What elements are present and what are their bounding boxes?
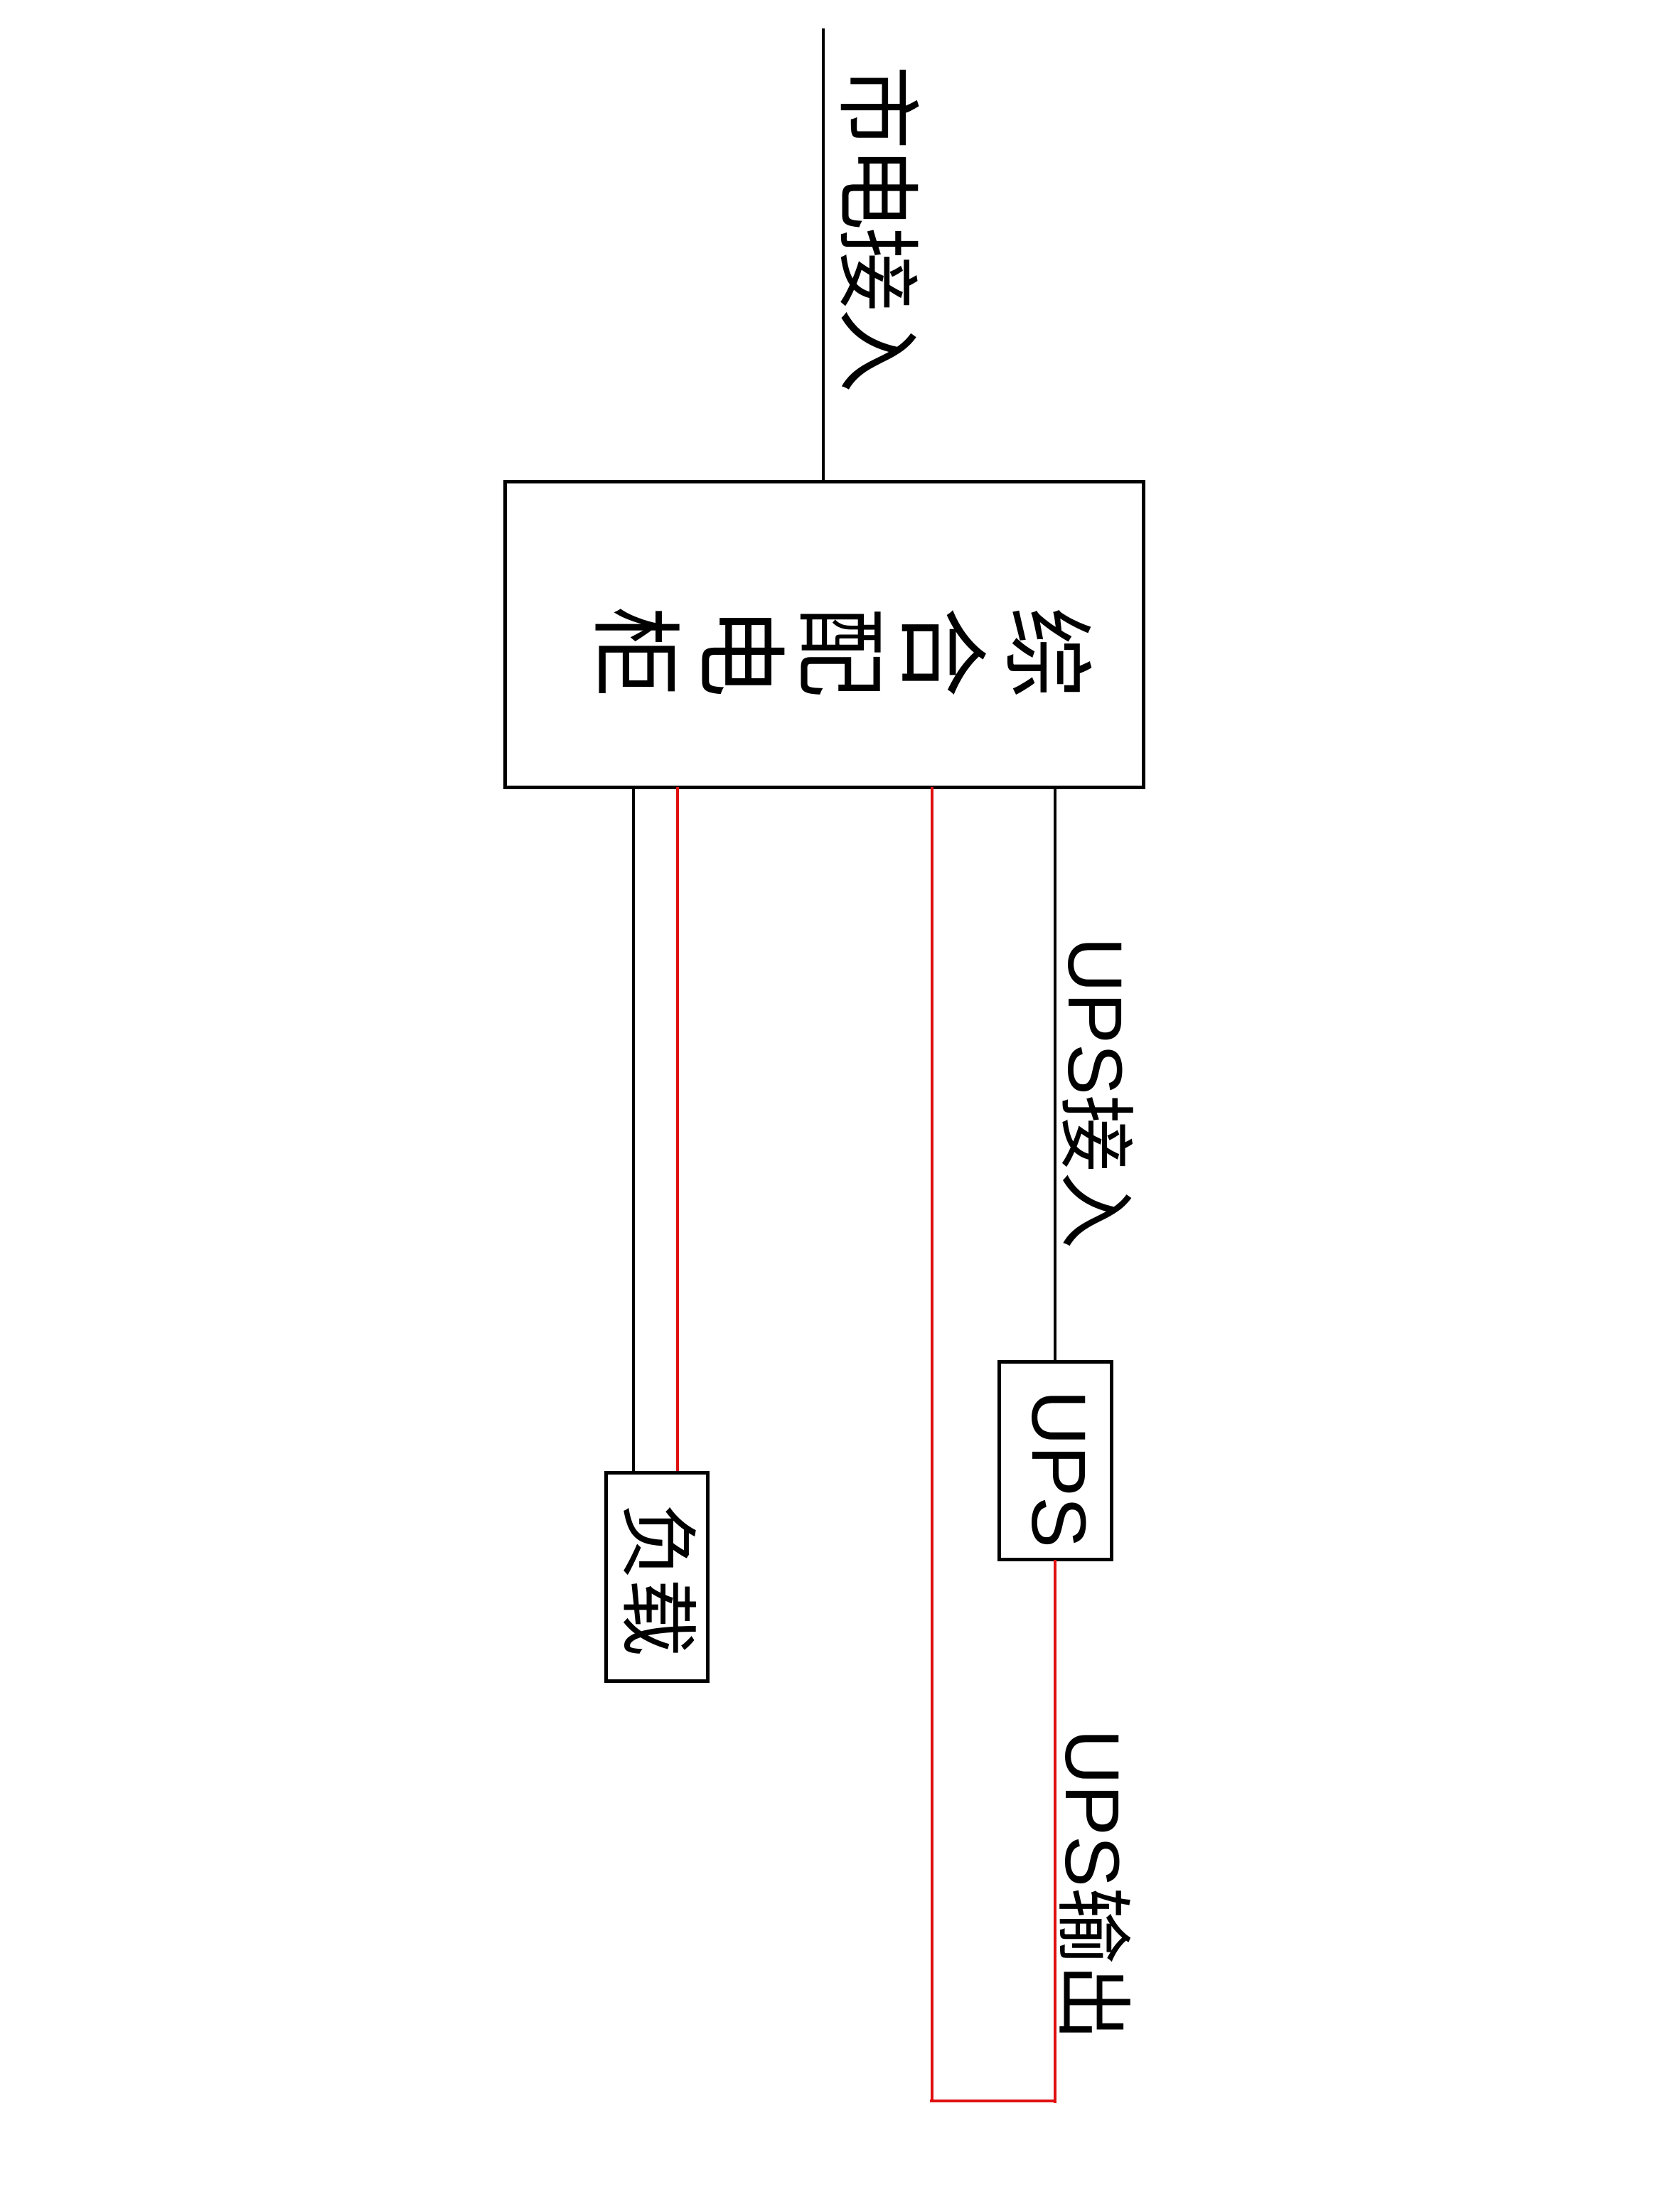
ups-box-label: UPS: [1016, 1390, 1102, 1549]
main-cabinet-box: [503, 480, 1145, 789]
load-char-2: 载: [611, 1578, 702, 1657]
load-feed-red-wire: [676, 787, 679, 1472]
mains-input-label: 市电接入: [828, 65, 926, 390]
ups-output-wire-return: [931, 787, 933, 2102]
ups-input-wire: [1054, 787, 1056, 1362]
cabinet-char-2: 合: [887, 606, 993, 697]
cabinet-char-4: 电: [686, 606, 792, 697]
load-box: [604, 1471, 710, 1683]
load-feed-black-wire: [632, 787, 635, 1472]
cabinet-char-3: 配: [786, 606, 892, 697]
ups-output-label: UPS输出: [1049, 1729, 1135, 2041]
ups-input-label: UPS接入: [1052, 937, 1138, 1249]
ups-output-wire-down: [1054, 1560, 1056, 2103]
ups-output-wire-bottom: [930, 2100, 1056, 2102]
cabinet-char-5: 柜: [581, 606, 687, 697]
cabinet-char-1: 综: [993, 606, 1098, 697]
mains-input-wire: [822, 28, 825, 481]
ups-box: [997, 1360, 1113, 1561]
